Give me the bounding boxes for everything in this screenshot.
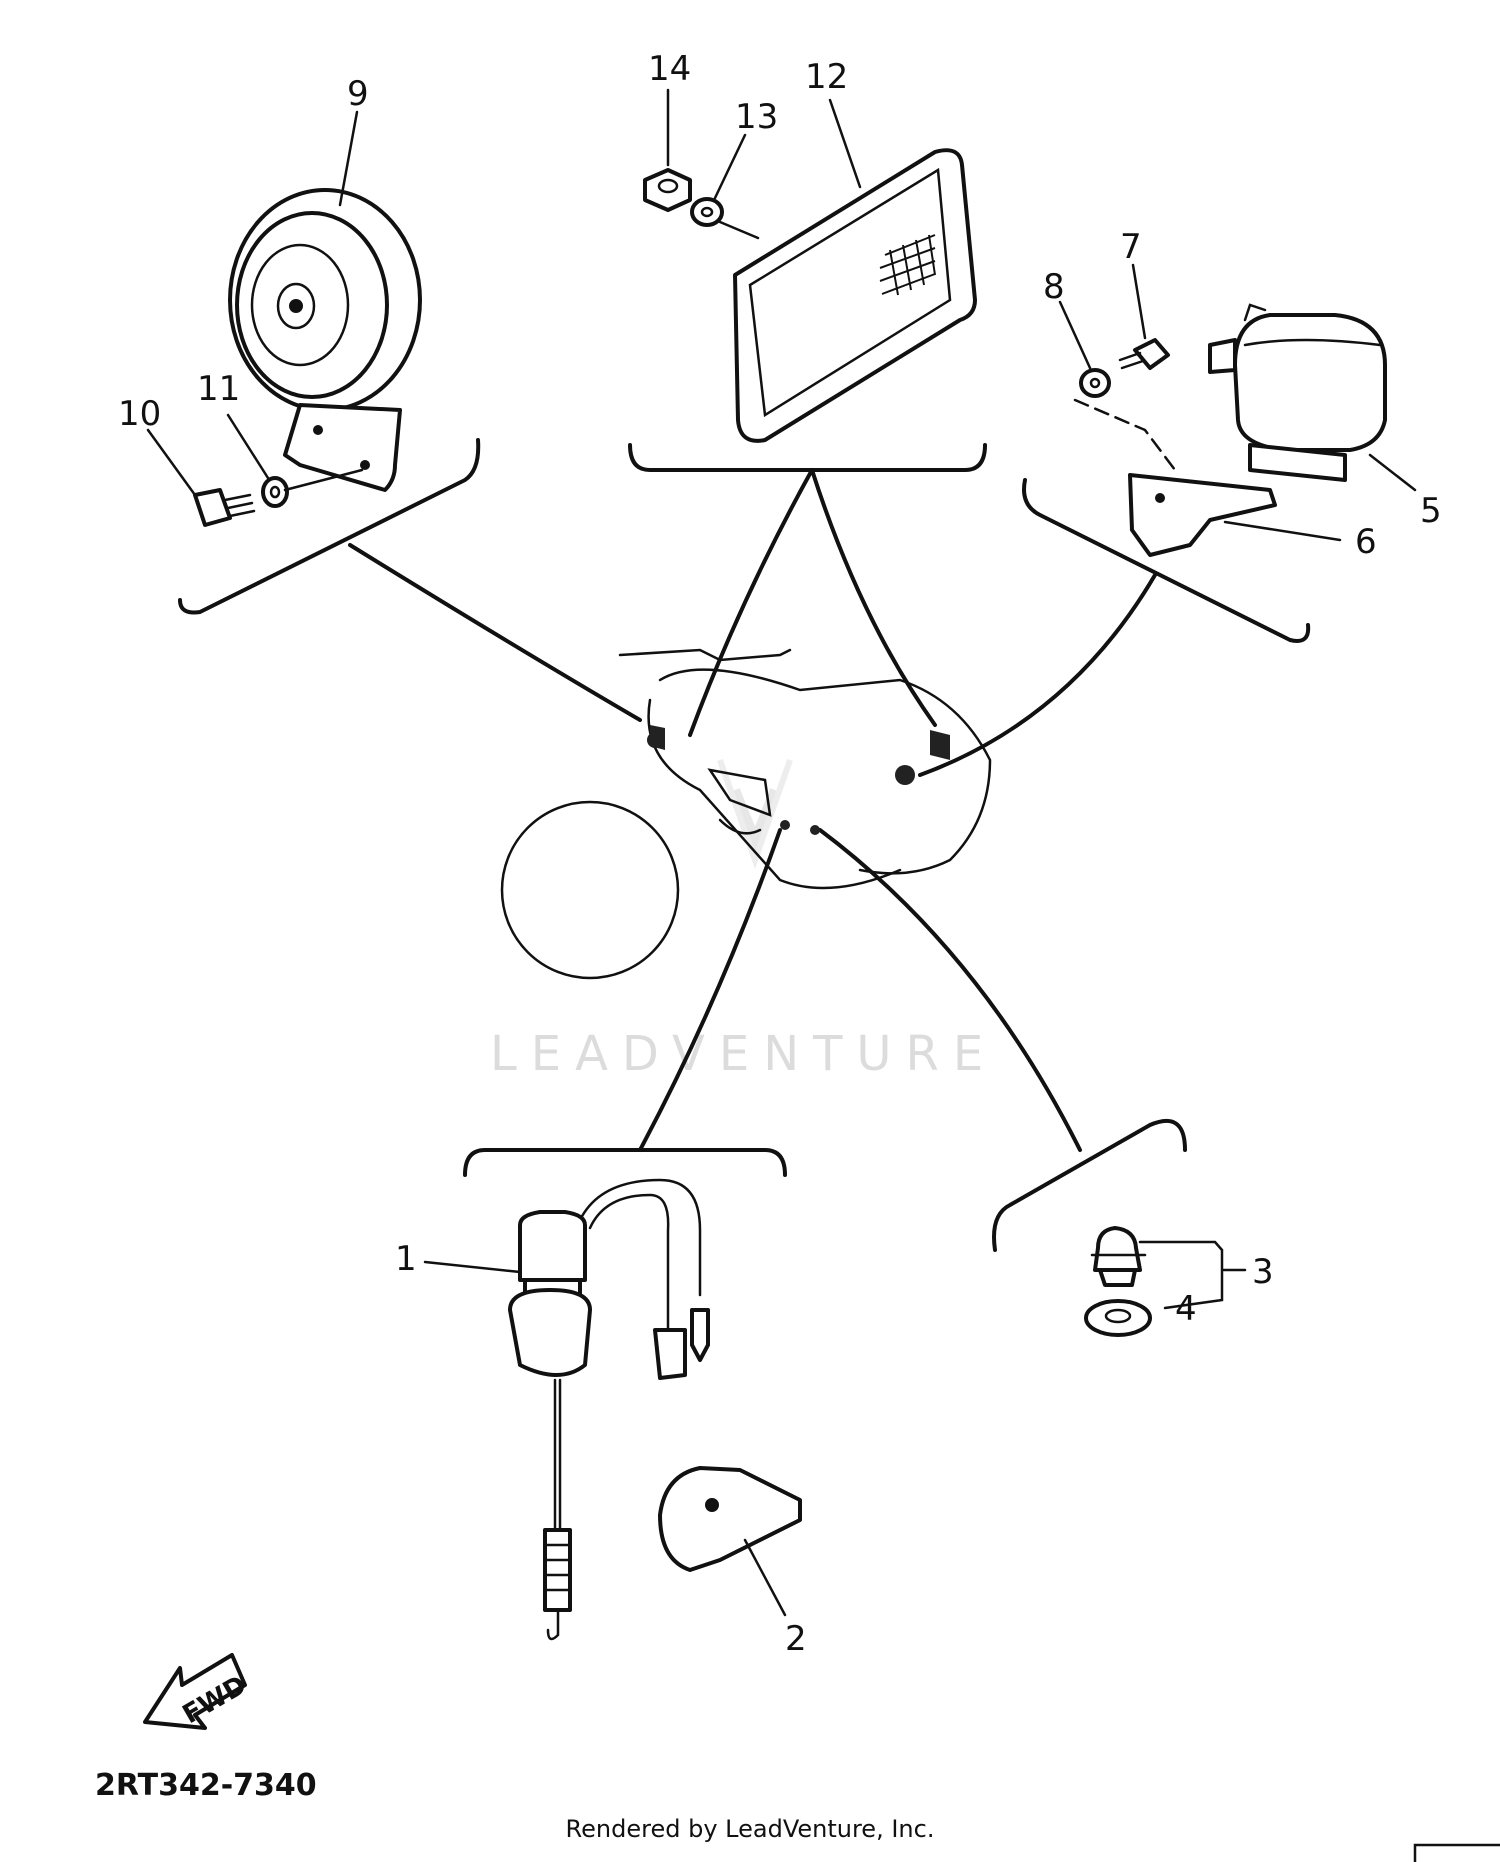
leader-13 <box>713 133 747 200</box>
horn-leader-line <box>283 468 364 492</box>
motorcycle-outline <box>500 648 992 980</box>
callout-3: 3 <box>1252 1252 1274 1292</box>
nut-part-14-icon <box>643 168 692 212</box>
switch-part-icon <box>508 1178 710 1641</box>
relay-leader-dash <box>1073 398 1177 472</box>
callout-8: 8 <box>1043 267 1065 307</box>
wire-reflector-left <box>688 468 814 737</box>
leader-11 <box>226 413 270 480</box>
callout-5: 5 <box>1420 491 1442 531</box>
bolt-part-10-icon <box>193 488 256 527</box>
callout-12: 12 <box>805 57 848 97</box>
fwd-arrow-icon: FWD <box>143 1653 252 1730</box>
cover-leader-line <box>743 1538 787 1617</box>
leader-9 <box>338 110 359 207</box>
bracket-reflector-group <box>628 443 987 472</box>
callout-10: 10 <box>118 394 161 434</box>
horn-part-icon <box>228 188 422 492</box>
switch-leader-line <box>423 1260 522 1274</box>
callout-13: 13 <box>735 97 778 137</box>
wire-horn <box>348 543 642 722</box>
wire-sender <box>818 828 1082 1152</box>
bracket-switch-group <box>463 1148 787 1177</box>
corner-mark <box>1413 1843 1500 1862</box>
relay-part-icon <box>1208 303 1387 482</box>
sender-leader-lines <box>1138 1240 1247 1310</box>
leader-5 <box>1368 453 1417 492</box>
leader-7 <box>1131 263 1147 340</box>
wire-reflector-right <box>810 468 937 727</box>
washer-part-13-icon <box>690 197 724 227</box>
callout-1: 1 <box>395 1239 417 1279</box>
callout-6: 6 <box>1355 522 1377 562</box>
bolt-part-7-icon <box>1118 338 1170 370</box>
sender-part-3-icon <box>1090 1226 1147 1287</box>
switch-cover-part-2-icon <box>658 1466 802 1572</box>
reflector-leader-line <box>718 220 760 240</box>
leader-8 <box>1058 300 1092 370</box>
callout-11: 11 <box>197 369 240 409</box>
washer-part-8-icon <box>1079 368 1111 398</box>
relay-bracket-part-6-icon <box>1128 473 1277 557</box>
callout-2: 2 <box>785 1619 807 1659</box>
callout-4: 4 <box>1175 1289 1197 1329</box>
footer-credit: Rendered by LeadVenture, Inc. <box>565 1815 935 1843</box>
callout-9: 9 <box>347 74 369 114</box>
wire-relay <box>918 573 1157 777</box>
leader-10 <box>146 428 197 497</box>
bracket-relay-group <box>1022 478 1311 643</box>
reflector-part-icon <box>733 148 977 443</box>
wire-switch <box>638 828 782 1152</box>
bracket-sender-group <box>992 1119 1187 1252</box>
part-code: 2RT342-7340 <box>95 1768 317 1803</box>
washer-part-11-icon <box>261 476 289 508</box>
leader-6 <box>1223 520 1342 542</box>
bracket-horn-group <box>178 438 481 615</box>
watermark-text: LEADVENTURE <box>490 1026 997 1082</box>
callout-7: 7 <box>1120 227 1142 267</box>
leader-12 <box>828 98 862 189</box>
reflector-grid-icon <box>879 234 936 296</box>
gasket-part-4-icon <box>1084 1299 1152 1337</box>
callout-14: 14 <box>648 49 691 89</box>
